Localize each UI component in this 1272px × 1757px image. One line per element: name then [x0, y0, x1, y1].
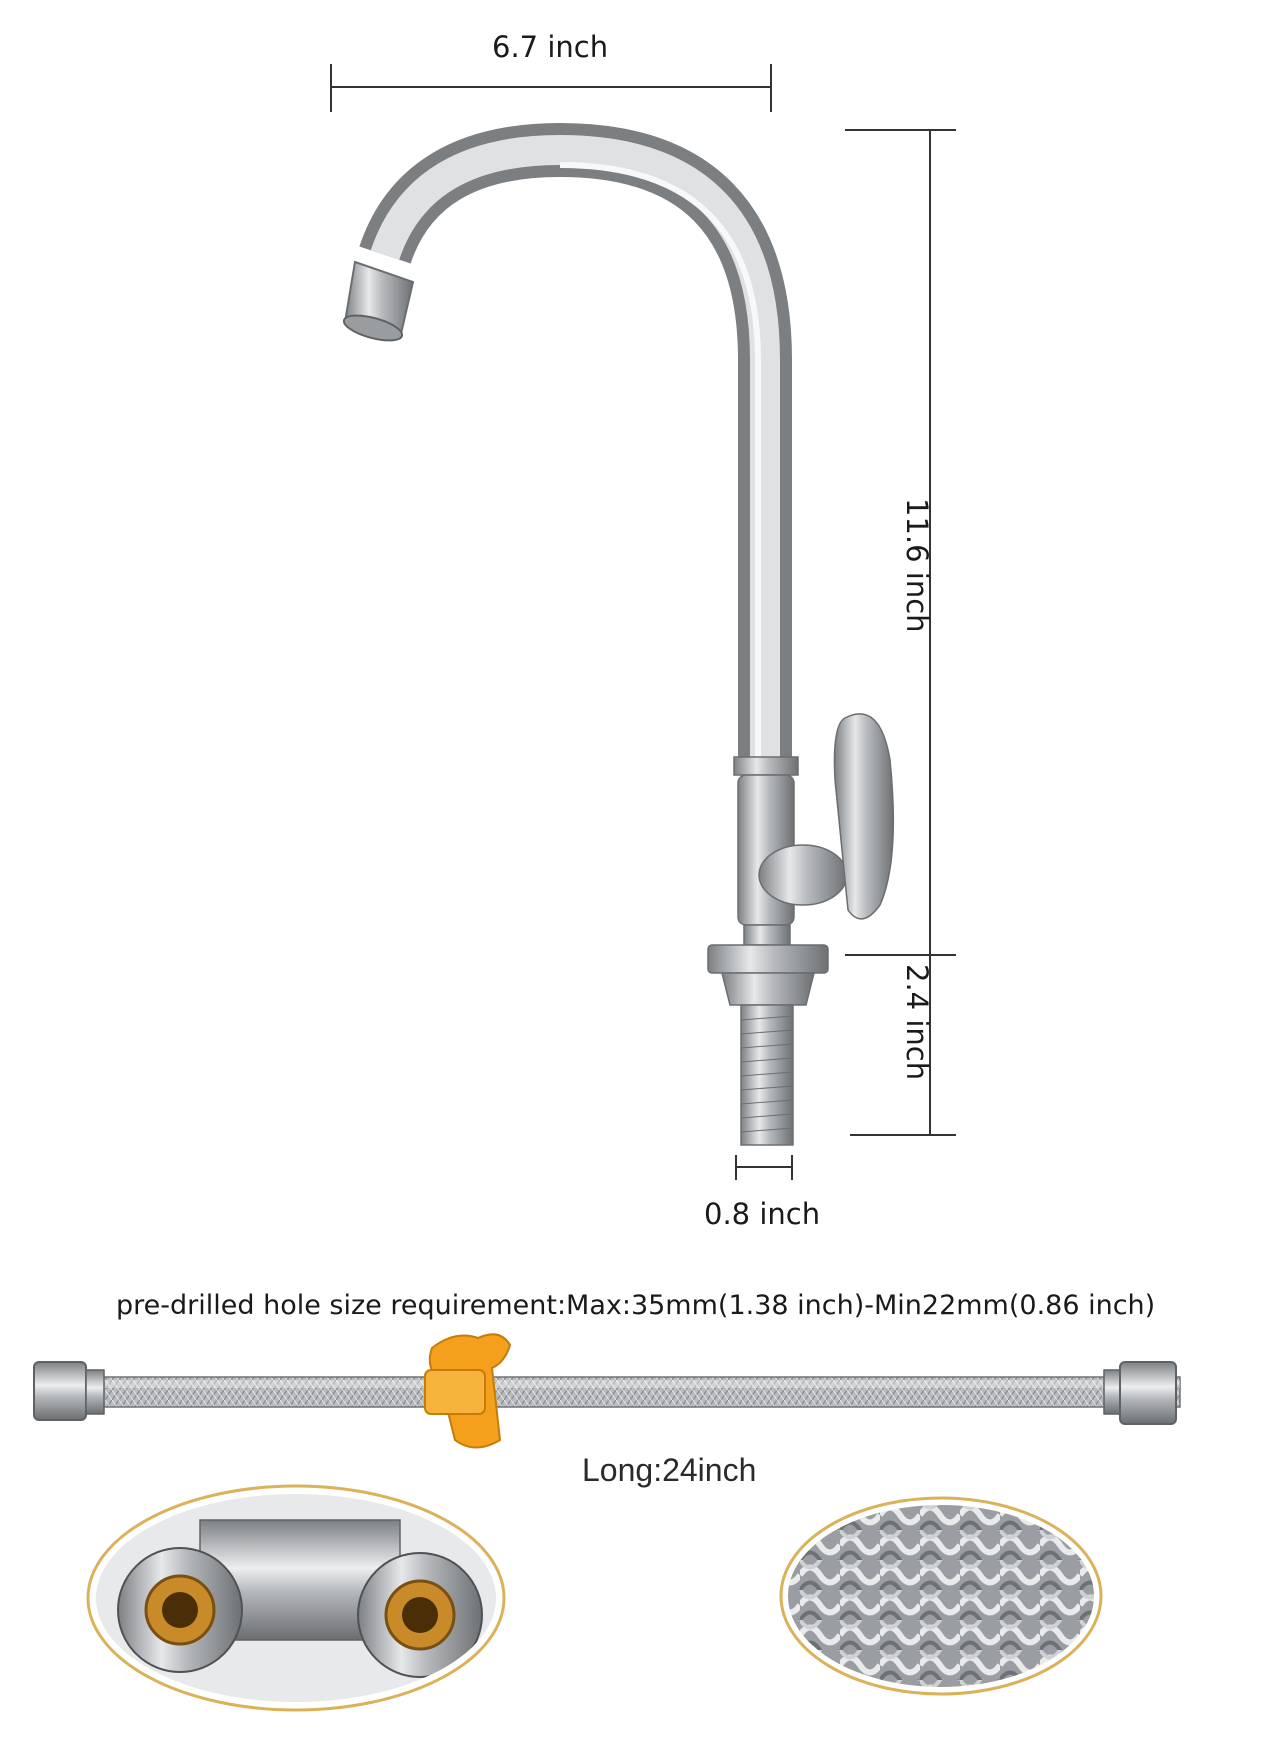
height-label: 11.6 inch	[900, 498, 934, 633]
fitting-detail	[86, 1484, 506, 1712]
height-dimension-line	[845, 129, 956, 1136]
aerator	[342, 260, 415, 342]
diameter-label: 0.8 inch	[704, 1197, 821, 1231]
hose-length-label: Long:24inch	[582, 1452, 757, 1488]
width-label: 6.7 inch	[492, 30, 609, 64]
faucet	[342, 122, 895, 1146]
hole-requirement-text: pre-drilled hole size requirement:Max:35…	[116, 1290, 1156, 1321]
braid-detail	[779, 1496, 1103, 1696]
diameter-dimension-line	[735, 1155, 793, 1180]
braided-hose	[33, 1333, 1181, 1449]
shank-label: 2.4 inch	[900, 964, 934, 1081]
width-dimension-line	[330, 64, 772, 112]
